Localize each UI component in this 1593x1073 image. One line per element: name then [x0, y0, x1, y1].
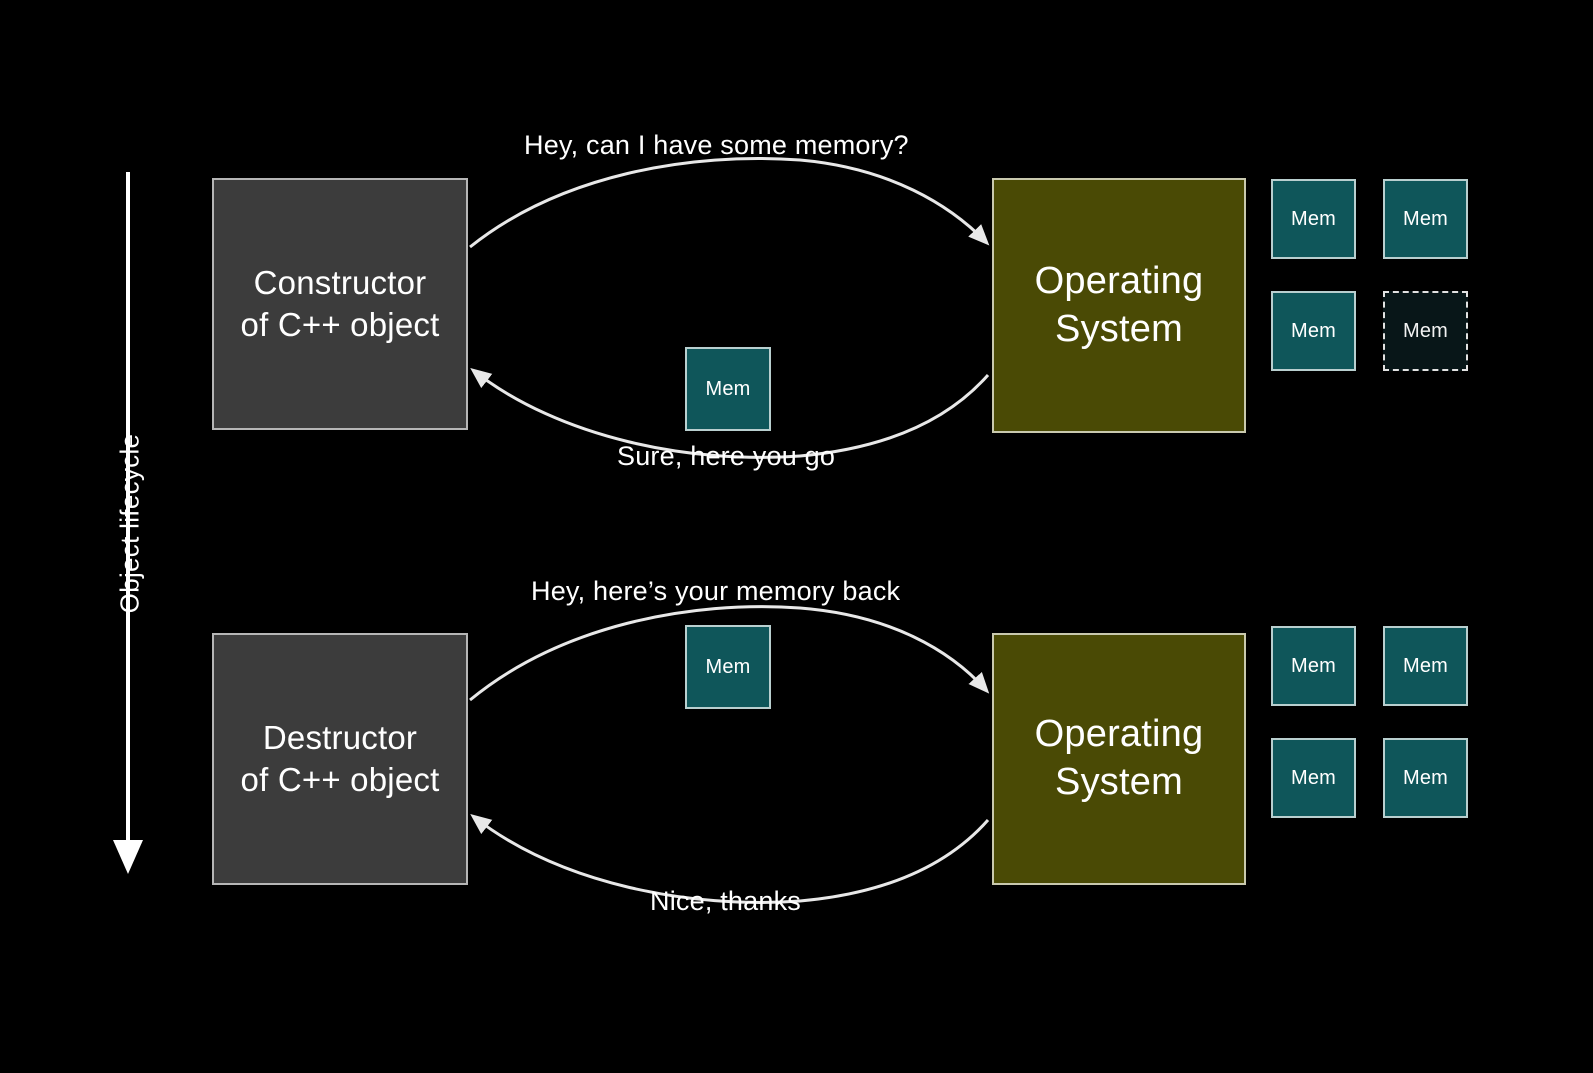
mem-label: Mem: [1402, 654, 1449, 677]
memory-pool-slot-3-destruction[interactable]: Mem: [1271, 738, 1356, 818]
destructor-line-2: of C++ object: [240, 761, 440, 798]
operating-system-box-destruction[interactable]: Operating System: [992, 633, 1246, 885]
os-line-1: Operating: [1034, 713, 1204, 756]
constructor-box[interactable]: Constructor of C++ object: [212, 178, 468, 430]
mem-block-in-transit-destruction[interactable]: Mem: [685, 625, 771, 709]
arrow-request-construction: [469, 157, 990, 249]
mem-label: Mem: [1402, 207, 1449, 230]
object-lifecycle-label: Object lifecycle: [114, 433, 145, 614]
memory-pool-slot-4-destruction[interactable]: Mem: [1383, 738, 1468, 818]
destructor-box[interactable]: Destructor of C++ object: [212, 633, 468, 885]
memory-pool-slot-1-destruction[interactable]: Mem: [1271, 626, 1356, 706]
memory-pool-slot-3-construction[interactable]: Mem: [1271, 291, 1356, 371]
destructor-line-1: Destructor: [262, 718, 418, 756]
operating-system-box-construction[interactable]: Operating System: [992, 178, 1246, 433]
mem-label: Mem: [1402, 766, 1449, 789]
os-line-2: System: [1055, 307, 1183, 350]
mem-label: Mem: [1290, 207, 1337, 230]
mem-label: Mem: [705, 655, 751, 678]
memory-pool-slot-4-construction-allocated[interactable]: Mem: [1383, 291, 1468, 371]
os-line-2: System: [1055, 761, 1183, 803]
mem-label: Mem: [1402, 319, 1449, 342]
os-line-1: Operating: [1034, 259, 1204, 302]
mem-block-in-transit-construction[interactable]: Mem: [685, 347, 771, 431]
mem-label: Mem: [705, 377, 751, 400]
memory-pool-slot-2-construction[interactable]: Mem: [1383, 179, 1468, 259]
caption-request-destruction: Hey, here’s your memory back: [531, 576, 901, 606]
constructor-line-1: Constructor: [253, 263, 427, 301]
caption-response-construction: Sure, here you go: [617, 441, 836, 471]
mem-label: Mem: [1290, 654, 1337, 677]
mem-label: Mem: [1290, 319, 1337, 342]
mem-label: Mem: [1290, 766, 1337, 789]
constructor-line-2: of C++ object: [240, 306, 440, 343]
memory-pool-slot-2-destruction[interactable]: Mem: [1383, 626, 1468, 706]
caption-request-construction: Hey, can I have some memory?: [524, 130, 909, 160]
caption-response-destruction: Nice, thanks: [650, 886, 801, 916]
memory-pool-slot-1-construction[interactable]: Mem: [1271, 179, 1356, 259]
